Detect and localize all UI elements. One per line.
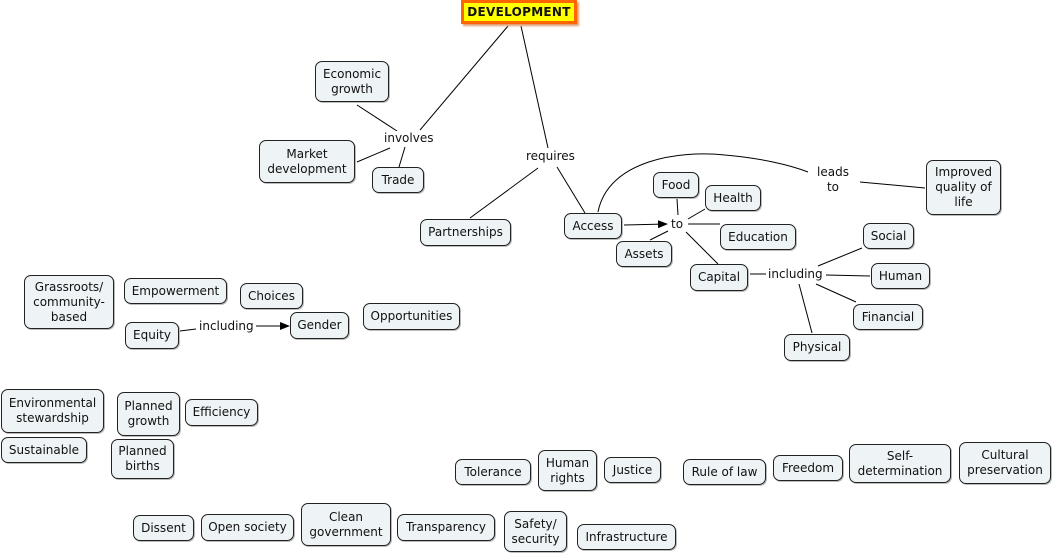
node-grassroots-community-based[interactable]: Grassroots/ community- based xyxy=(24,275,114,329)
edge-including-social xyxy=(817,247,863,267)
node-social[interactable]: Social xyxy=(863,223,914,249)
edge-requires-access xyxy=(556,166,586,214)
node-infrastructure[interactable]: Infrastructure xyxy=(577,524,676,550)
node-safety-security[interactable]: Safety/ security xyxy=(504,511,567,552)
edge-development-requires xyxy=(520,25,549,149)
node-planned-growth[interactable]: Planned growth xyxy=(117,392,180,436)
link-phrase-including-capital: including xyxy=(766,267,825,282)
node-improved-quality-of-life[interactable]: Improved quality of life xyxy=(926,160,1001,215)
root-concept-development[interactable]: DEVELOPMENT xyxy=(461,0,577,24)
node-assets[interactable]: Assets xyxy=(616,241,672,267)
edge-development-involves xyxy=(419,25,509,131)
node-self-determination[interactable]: Self- determination xyxy=(849,444,951,483)
link-phrase-to: to xyxy=(669,217,686,232)
node-tolerance[interactable]: Tolerance xyxy=(455,459,531,485)
edge-to-food xyxy=(676,198,679,216)
node-transparency[interactable]: Transparency xyxy=(397,514,495,541)
node-health[interactable]: Health xyxy=(705,185,761,211)
node-empowerment[interactable]: Empowerment xyxy=(124,278,227,304)
edge-equity-including xyxy=(179,328,197,332)
node-education[interactable]: Education xyxy=(720,224,796,250)
edge-involves-economic-growth xyxy=(356,104,398,132)
node-access[interactable]: Access xyxy=(564,213,622,239)
node-trade[interactable]: Trade xyxy=(372,167,424,193)
edge-access-leads-to xyxy=(597,153,809,213)
node-open-society[interactable]: Open society xyxy=(201,514,294,541)
node-human-rights[interactable]: Human rights xyxy=(538,450,597,491)
node-human[interactable]: Human xyxy=(871,263,930,289)
edge-involves-trade xyxy=(398,146,406,168)
node-food[interactable]: Food xyxy=(653,172,699,198)
link-phrase-including-equity: including xyxy=(197,319,256,334)
node-physical[interactable]: Physical xyxy=(784,334,850,361)
edge-access-to xyxy=(623,220,668,229)
edge-including-human xyxy=(825,274,871,277)
edge-leads-to-improved-quality xyxy=(859,181,926,189)
node-clean-government[interactable]: Clean government xyxy=(301,503,391,546)
node-economic-growth[interactable]: Economic growth xyxy=(315,61,389,102)
node-justice[interactable]: Justice xyxy=(604,457,661,483)
edge-including-physical xyxy=(798,283,813,334)
node-cultural-preservation[interactable]: Cultural preservation xyxy=(959,442,1051,484)
node-planned-births[interactable]: Planned births xyxy=(111,439,174,479)
edge-requires-partnerships xyxy=(469,167,539,219)
edge-to-assets xyxy=(649,230,669,241)
edge-involves-market-development xyxy=(356,147,391,163)
node-capital[interactable]: Capital xyxy=(690,264,748,291)
node-sustainable[interactable]: Sustainable xyxy=(1,437,87,463)
node-rule-of-law[interactable]: Rule of law xyxy=(683,459,766,485)
link-phrase-involves: involves xyxy=(382,131,436,146)
node-market-development[interactable]: Market development xyxy=(259,140,355,183)
node-financial[interactable]: Financial xyxy=(853,304,923,330)
node-choices[interactable]: Choices xyxy=(240,283,303,309)
edge-to-health xyxy=(687,208,706,220)
node-efficiency[interactable]: Efficiency xyxy=(185,399,258,426)
node-partnerships[interactable]: Partnerships xyxy=(420,219,511,246)
node-freedom[interactable]: Freedom xyxy=(773,455,843,481)
node-environmental-stewardship[interactable]: Environmental stewardship xyxy=(1,389,104,433)
node-dissent[interactable]: Dissent xyxy=(133,515,194,541)
edge-to-capital xyxy=(685,231,719,265)
node-gender[interactable]: Gender xyxy=(290,312,349,339)
node-equity[interactable]: Equity xyxy=(125,322,179,349)
link-phrase-requires: requires xyxy=(524,149,577,164)
edge-including-financial xyxy=(815,283,857,303)
link-phrase-leads-to: leads to xyxy=(815,165,851,195)
node-opportunities[interactable]: Opportunities xyxy=(363,303,460,330)
